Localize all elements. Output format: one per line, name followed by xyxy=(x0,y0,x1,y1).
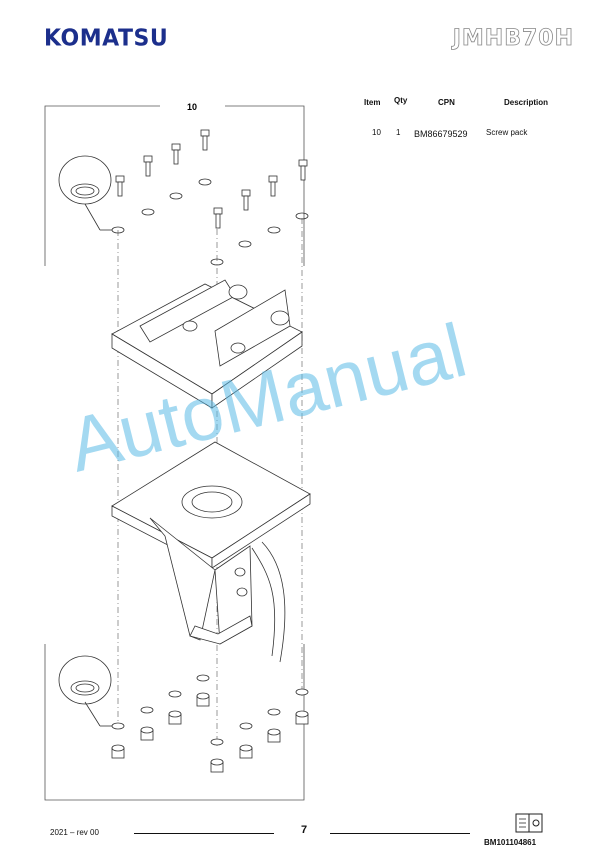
komatsu-logo: KOMATSU xyxy=(44,25,169,52)
row-item: 10 xyxy=(372,128,381,137)
row-cpn: BM86679529 xyxy=(414,129,468,139)
model-title: JMHB70H xyxy=(452,26,574,52)
footer-date-rev: 2021 – rev 00 xyxy=(50,828,99,837)
footer-rule-right xyxy=(330,833,470,834)
row-qty: 1 xyxy=(396,128,401,137)
header-qty: Qty xyxy=(394,96,408,105)
manual-book-icon xyxy=(515,813,543,833)
document-code: BM101104861 xyxy=(484,838,537,847)
drawing-item-label: 10 xyxy=(187,102,197,112)
exploded-parts-drawing: 10 xyxy=(44,102,311,801)
row-description: Screw pack xyxy=(486,128,528,137)
header-description: Description xyxy=(504,98,549,107)
footer-page-number: 7 xyxy=(301,824,308,836)
header-cpn: CPN xyxy=(438,98,455,107)
footer-rule-left xyxy=(134,833,274,834)
header-item: Item xyxy=(364,98,381,107)
